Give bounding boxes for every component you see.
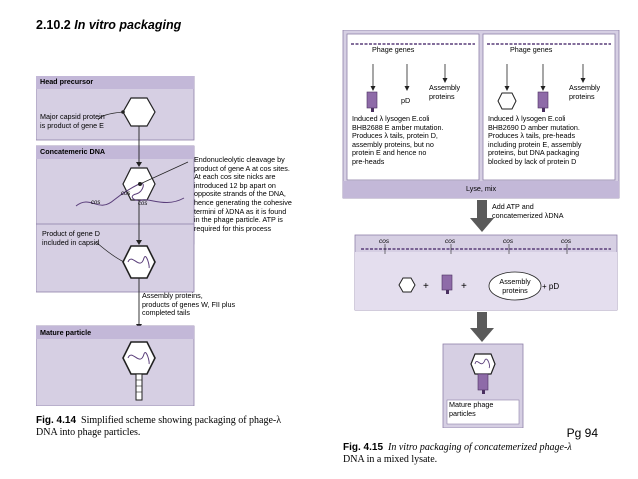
cleavage-pointer <box>139 161 189 185</box>
fig-4-15-caption: Fig. 4.15 In vitro packaging of concatem… <box>343 442 572 465</box>
right-prehead-icon <box>497 92 517 110</box>
fig-4-14-caption: Fig. 4.14 Simplified scheme showing pack… <box>36 415 282 438</box>
pd-label: + pD <box>542 282 559 291</box>
left-pd-label: pD <box>401 96 411 105</box>
mix-tail-icon <box>441 274 453 291</box>
tail-icon <box>135 373 143 401</box>
right-tail-icon <box>537 91 549 109</box>
fig-4-14-number: Fig. 4.14 <box>36 415 77 426</box>
filled-capsid-icon <box>122 245 156 279</box>
mature-head-icon <box>122 341 156 375</box>
mature-header <box>36 326 194 339</box>
fig-4-15-diagram: cos cos cos cos + + + pD <box>342 30 620 428</box>
concatemeric-header <box>36 146 194 159</box>
title-number: 2.10.2 <box>36 18 71 32</box>
fig-4-15-number: Fig. 4.15 <box>343 442 384 453</box>
packed-dna-icon <box>127 256 150 269</box>
gene-d-pointer <box>95 241 125 263</box>
lyse-bar <box>343 181 619 198</box>
head-precursor-label: Head precursor <box>40 77 94 86</box>
pointer-line <box>97 111 124 121</box>
cos-label-1: cos <box>121 191 130 197</box>
cos-mark-3: cos <box>503 238 514 245</box>
cos-mark-2: cos <box>445 238 456 245</box>
concatemeric-label: Concatemeric DNA <box>40 147 106 156</box>
cos-label-3: cos <box>138 201 147 207</box>
left-phage-genes: Phage genes <box>372 45 415 54</box>
title-text: In vitro packaging <box>74 18 182 32</box>
mix-prehead-icon <box>398 277 416 293</box>
mature-phage-icon <box>470 353 496 375</box>
left-tail-icon <box>366 91 378 109</box>
mature-dna-icon <box>127 352 150 365</box>
arrow-2-head <box>136 240 142 245</box>
dna-strand-icon <box>75 182 185 207</box>
right-phage-genes: Phage genes <box>510 45 553 54</box>
cos-mark-4: cos <box>561 238 572 245</box>
fig-4-14-diagram: cos cos cos <box>36 76 195 406</box>
head-precursor-header <box>36 76 194 89</box>
big-arrow-2 <box>477 312 487 330</box>
plus-2: + <box>461 281 467 292</box>
mature-particle-label: Mature particle <box>40 328 92 337</box>
cos-mark-1: cos <box>379 238 390 245</box>
assembly-proteins-label: Assembly proteins,products of genes W, F… <box>142 291 236 318</box>
assembly-oval <box>488 271 542 301</box>
gene-d-panel <box>36 223 195 293</box>
page-reference: Pg 94 <box>566 426 598 440</box>
arrow-1-head <box>136 162 142 167</box>
big-arrow-1 <box>477 200 487 220</box>
plus-1: + <box>423 281 429 292</box>
mature-panel <box>36 325 195 406</box>
lyse-mix-label: Lyse, mix <box>466 184 497 193</box>
cos-label-2: cos <box>91 200 100 206</box>
slide-title: 2.10.2 In vitro packaging <box>36 18 181 32</box>
